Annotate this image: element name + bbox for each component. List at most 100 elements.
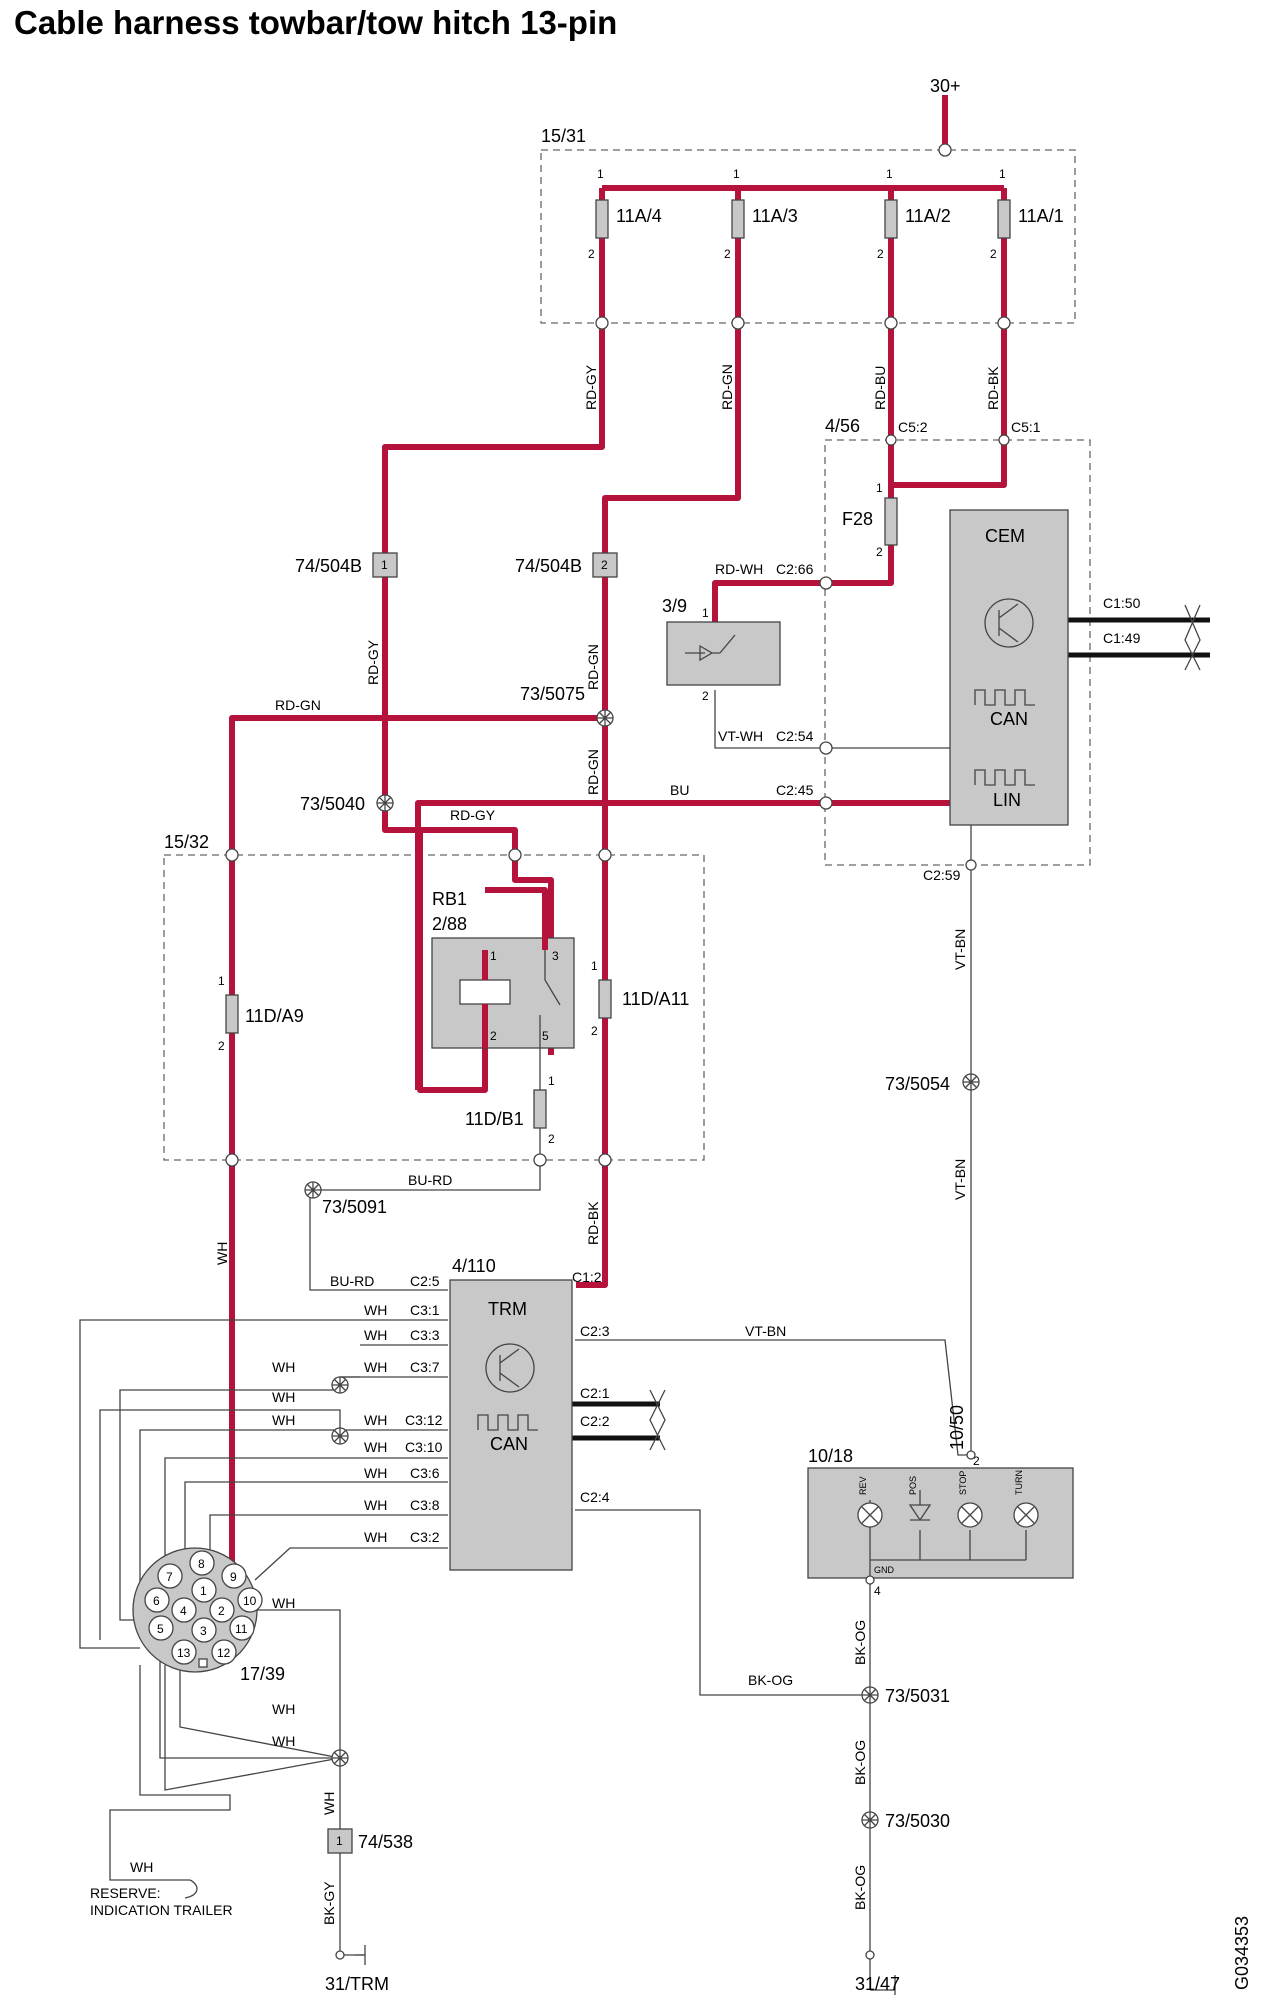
- pin-label: 2: [591, 1024, 598, 1038]
- pin-label: C3:2: [410, 1529, 440, 1545]
- figure-id: G034353: [1232, 1916, 1252, 1990]
- wire-color-label: RD-GN: [719, 364, 735, 410]
- transistor-icon: [499, 1348, 520, 1388]
- socket-label: 17/39: [240, 1664, 285, 1684]
- wire-color-label: RD-GN: [585, 749, 601, 795]
- pin-label: 2: [724, 247, 731, 261]
- trm-name: TRM: [488, 1299, 527, 1319]
- pin-label: C2:66: [776, 561, 814, 577]
- socket-pin-label: 13: [177, 1646, 191, 1660]
- pin-label: C1:2: [572, 1269, 602, 1285]
- trm-module: [449, 1279, 573, 1571]
- lamp-label: TURN: [1014, 1470, 1024, 1495]
- pin-label: 2: [490, 1029, 497, 1043]
- pin-label: 2: [990, 247, 997, 261]
- reserve-label: INDICATION TRAILER: [90, 1902, 233, 1918]
- pin-label: 2: [877, 247, 884, 261]
- wire-color-label: BU-RD: [330, 1273, 374, 1289]
- socket-pin-label: 3: [200, 1624, 207, 1638]
- splice-icon: [596, 709, 614, 727]
- pin-label: 1: [490, 949, 497, 963]
- pin-label: 1: [548, 1074, 555, 1088]
- wire-color-label: RD-GY: [365, 639, 381, 685]
- relay-contact-icon: [539, 950, 561, 1048]
- splice-label: 73/5054: [885, 1074, 950, 1094]
- wire-color-label: RD-BK: [985, 366, 1001, 410]
- pin-label: C3:8: [410, 1497, 440, 1513]
- relay-box-label: 15/32: [164, 832, 209, 852]
- fuse-box-outline: [540, 149, 1076, 324]
- pin-label: C5:2: [898, 419, 928, 435]
- pin-label: 2: [876, 545, 883, 559]
- wire-color-label: BU-RD: [408, 1172, 452, 1188]
- splice-icon: [962, 1073, 980, 1091]
- wire-color-label: BK-GY: [321, 1881, 337, 1925]
- relay-label: RB1: [432, 889, 467, 909]
- signal-wave-icon: [974, 689, 1035, 706]
- wire-color-label: WH: [364, 1412, 387, 1428]
- ground-icon: [355, 1945, 366, 1965]
- fuse-label: 11A/3: [752, 206, 798, 226]
- lamp-label: GND: [874, 1565, 895, 1575]
- wire-color-label: WH: [272, 1412, 295, 1428]
- pin-label: 5: [542, 1029, 549, 1043]
- lin-label: LIN: [993, 790, 1021, 810]
- transistor-icon: [984, 598, 1034, 648]
- wire-color-label: WH: [364, 1439, 387, 1455]
- pin-label: 2: [601, 558, 608, 572]
- fuse-label: 11A/4: [616, 206, 662, 226]
- wire-color-label: WH: [364, 1529, 387, 1545]
- pin-label: 2: [702, 689, 709, 703]
- socket-pin-label: 8: [198, 1557, 205, 1571]
- pin-label: 1: [218, 974, 225, 988]
- socket-pin-label: 9: [230, 1570, 237, 1584]
- fuse-11a1: [997, 199, 1011, 239]
- fuse-label: 11A/2: [905, 206, 951, 226]
- wire-color-label: VT-BN: [952, 1159, 968, 1200]
- splice-label: 73/5040: [300, 794, 365, 814]
- wire-color-label: RD-BK: [585, 1201, 601, 1245]
- splice-icon: [331, 1376, 349, 1394]
- wire-color-label: RD-GN: [275, 697, 321, 713]
- cem-module-label: 4/56: [825, 416, 860, 436]
- splice-label: 73/5030: [885, 1811, 950, 1831]
- splice-icon: [331, 1427, 349, 1445]
- socket-pin-label: 10: [243, 1594, 257, 1608]
- pin-label: C2:2: [580, 1413, 610, 1429]
- cem-name: CEM: [985, 526, 1025, 546]
- fuse-label: 11A/1: [1018, 206, 1064, 226]
- pin-label: C1:49: [1103, 630, 1141, 646]
- socket-pin-label: 2: [218, 1604, 225, 1618]
- connector-74-504b-2: [592, 552, 618, 578]
- socket-pin-label: 12: [217, 1646, 231, 1660]
- splice-icon: [376, 794, 394, 812]
- wire-color-label: BK-OG: [852, 1740, 868, 1785]
- wire-color-label: WH: [364, 1302, 387, 1318]
- ground-label: 31/TRM: [325, 1974, 389, 1994]
- switch-icon: [685, 634, 736, 662]
- pin-label: 1: [381, 558, 388, 572]
- reserve-wire-end: [184, 1879, 198, 1899]
- pin-label: C2:3: [580, 1323, 610, 1339]
- wire-color-label: BU: [670, 782, 689, 798]
- pin-label: C2:5: [410, 1273, 440, 1289]
- fuse-11a3: [731, 199, 745, 239]
- pin-label: 1: [733, 167, 740, 181]
- ground-label: 31/47: [855, 1974, 900, 1994]
- wire-color-label: WH: [130, 1859, 153, 1875]
- pin-label: 2: [973, 1454, 980, 1468]
- pin-label: C2:54: [776, 728, 814, 744]
- connector-label: 74/504B: [515, 556, 582, 576]
- relay-position-label: 2/88: [432, 914, 467, 934]
- wire-color-label: WH: [364, 1465, 387, 1481]
- pin-label: C2:45: [776, 782, 814, 798]
- wire-color-label: WH: [272, 1389, 295, 1405]
- socket-pin-label: 11: [235, 1622, 248, 1636]
- switch-3-9: [666, 621, 781, 686]
- wire-color-label: WH: [364, 1359, 387, 1375]
- wire-color-label: WH: [321, 1792, 337, 1815]
- fuse-11d-a9: [225, 994, 239, 1034]
- pin-label: 1: [876, 481, 883, 495]
- pin-label: C5:1: [1011, 419, 1041, 435]
- wire-color-label: WH: [272, 1359, 295, 1375]
